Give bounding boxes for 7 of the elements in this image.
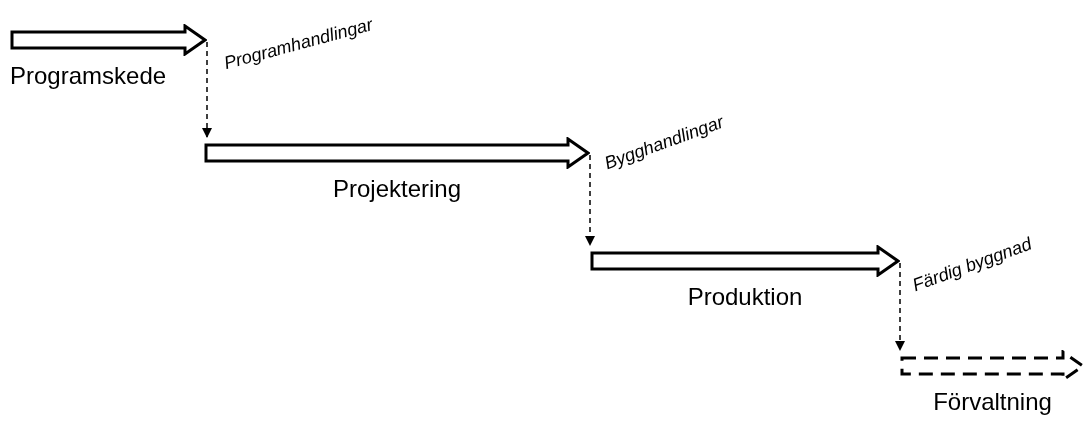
dashed-arrow [895, 262, 905, 351]
phase-label: Projektering [332, 175, 462, 204]
phase-label: Produktion [687, 283, 803, 312]
dashed-arrow [585, 154, 595, 246]
dashed-arrow [202, 41, 212, 138]
phase-label: Programskede [10, 62, 167, 91]
phase-label: Förvaltning [933, 388, 1052, 417]
